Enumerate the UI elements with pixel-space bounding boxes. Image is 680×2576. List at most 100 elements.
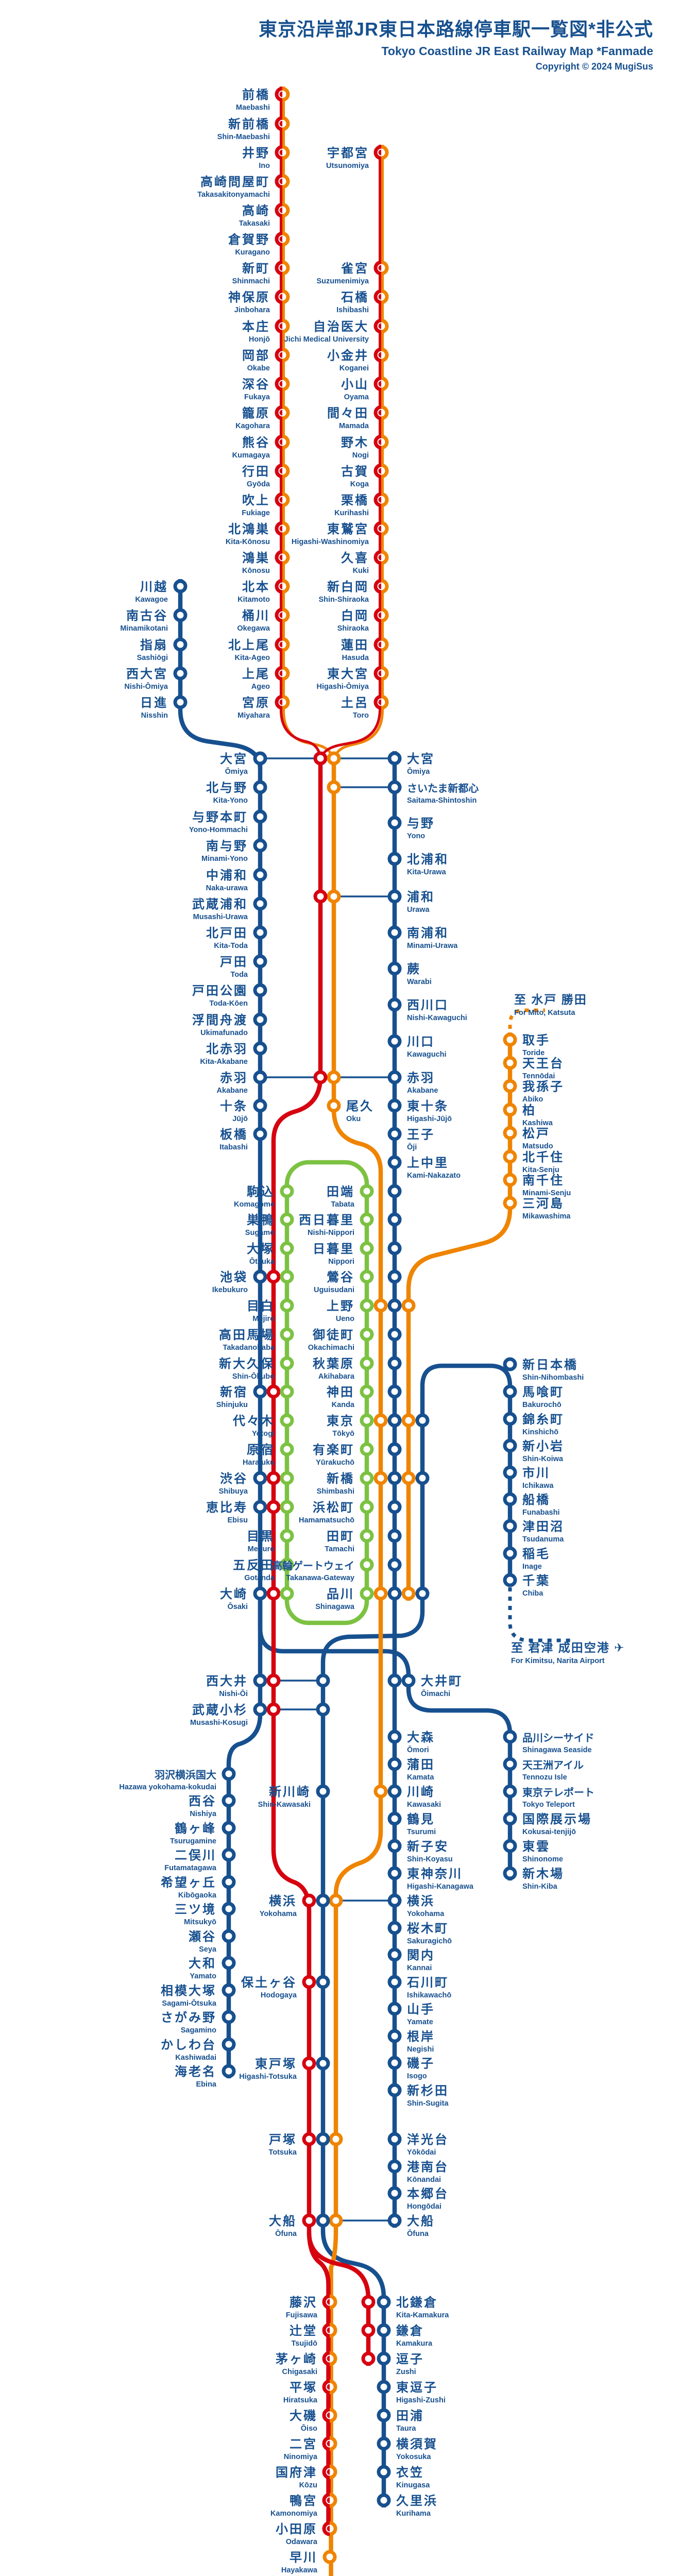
station-label-jp: 大船 [269, 2214, 297, 2228]
station-Zushi [377, 2351, 391, 2366]
station-stop [373, 1413, 388, 1428]
station-Yokosuka [377, 2436, 391, 2451]
station-label-en: Fukaya [244, 393, 270, 401]
station-label-jp: 浮間舟渡 [192, 1013, 248, 1027]
station-label-en: Kurihashi [334, 509, 369, 517]
station-label-en: Ebisu [228, 1516, 248, 1524]
station-stop [280, 1586, 294, 1601]
station-label-en: Gotanda [244, 1574, 275, 1582]
station-label-jp: 新日本橋 [522, 1358, 578, 1372]
station-Koganei [378, 352, 381, 358]
station-label-en: Hodogaya [261, 1991, 297, 1999]
station-Gyōda [279, 468, 282, 474]
station-Miyahara [282, 694, 290, 710]
station-stop [415, 1586, 430, 1601]
station-label-jp: 北戸田 [206, 926, 248, 940]
station-label-en: Yono-Hommachi [189, 826, 248, 834]
station-label-jp: 大崎 [220, 1587, 248, 1601]
station-label-en: Shin-Kawasaki [258, 1801, 311, 1809]
station-Ageo [279, 670, 282, 676]
station-label-en: Tennozu Isle [522, 1773, 567, 1782]
station-label-en: Kita-Urawa [407, 868, 447, 876]
station-label-jp: 土呂 [341, 696, 369, 710]
station-label-en: Kōzu [299, 2481, 317, 2489]
station-label-en: Yono [407, 832, 425, 840]
station-Takasakitonyamachi [282, 174, 290, 189]
station-Tennōdai [503, 1056, 517, 1070]
station-label-en: Jichi Medical University [284, 335, 369, 344]
line-rinkai-line [258, 1601, 513, 1880]
station-Yūrakuchō [360, 1442, 374, 1456]
station-label-jp: 東鷲宮 [327, 522, 369, 536]
station-label-en: Saitama-Shintoshin [407, 796, 477, 805]
station-label-en: Ōiso [301, 2424, 317, 2433]
station-Fukaya [275, 376, 283, 392]
station-Kamonomiya [329, 2493, 337, 2508]
station-label-en: Kita-Ageo [235, 654, 270, 662]
station-Nishi-Ōi [253, 1673, 267, 1688]
station-Miyahara [275, 694, 283, 710]
direction-note-en: For Mito, Katsuta [514, 1009, 575, 1017]
station-Musashi-Urawa [253, 896, 267, 911]
station-Nogi [381, 434, 389, 450]
station-Kagohara [279, 410, 282, 416]
station-Ebina [222, 2064, 236, 2078]
station-Fukiage [275, 492, 283, 507]
station-label-jp: 大井町 [421, 1674, 463, 1688]
station-label-jp: 武蔵浦和 [192, 897, 248, 911]
station-Minami-Urawa [387, 925, 402, 940]
station-stop [313, 1070, 328, 1084]
station-label-en: Nogi [352, 451, 369, 460]
station-Hodogaya [302, 1975, 316, 1989]
direction-note-en: For Kimitsu, Narita Airport [511, 1657, 605, 1665]
station-Yokohama [387, 1893, 402, 1908]
station-Higashi-Ōmiya [373, 666, 382, 681]
station-Odawara [329, 2521, 337, 2536]
station-label-jp: 新町 [242, 261, 270, 276]
station-label-en: Shin-Sugita [407, 2099, 449, 2108]
station-Kanda [360, 1384, 374, 1399]
station-label-en: Kumagaya [232, 451, 270, 460]
station-Higashi-Jūjō [387, 1098, 402, 1113]
station-label-jp: 小金井 [327, 348, 369, 363]
station-label-en: Kita-Senju [522, 1166, 559, 1174]
station-stop [266, 1269, 281, 1284]
station-label-jp: 石橋 [341, 291, 369, 304]
station-Yamato [222, 1956, 236, 1970]
station-label-jp: 小田原 [276, 2522, 317, 2536]
station-Ageo [282, 666, 290, 681]
station-Kuki [373, 550, 382, 565]
station-label-jp: 久喜 [341, 551, 369, 565]
station-label-jp: 東京テレポート [522, 1786, 594, 1799]
station-label-en: Naka-urawa [206, 884, 248, 892]
station-Shin-Shiraoka [373, 579, 382, 594]
station-Akabane [253, 1070, 267, 1084]
station-Kita-Kōnosu [282, 521, 290, 536]
station-label-jp: 武蔵小杉 [192, 1703, 248, 1717]
station-Kumagaya [279, 439, 282, 445]
station-stop [387, 1356, 402, 1370]
station-Tsurugamine [222, 1821, 236, 1835]
station-label-en: Kashiwadai [175, 2054, 216, 2062]
station-label-en: Meguro [248, 1545, 275, 1553]
station-label-en: Takadanobaba [223, 1344, 275, 1352]
station-Kōnosu [282, 550, 290, 565]
station-Yamate [387, 2002, 402, 2016]
station-label-jp: 日暮里 [313, 1242, 354, 1256]
station-label-en: Higashi-Ōmiya [316, 682, 369, 691]
station-label-jp: 久里浜 [396, 2494, 438, 2508]
station-label-jp: 川越 [140, 580, 168, 594]
station-Yotogi [280, 1413, 294, 1428]
station-label-en: Akabane [217, 1087, 248, 1095]
station-label-jp: 井野 [242, 146, 270, 160]
station-label-jp: 南与野 [206, 839, 248, 853]
station-label-jp: 洋光台 [407, 2132, 449, 2147]
station-label-en: Kita-Yono [213, 796, 248, 805]
station-Gyōda [282, 463, 290, 479]
station-label-jp: 横浜 [269, 1894, 297, 1908]
station-label-en: Oku [346, 1115, 361, 1123]
station-label-en: Ōmiya [407, 767, 430, 776]
station-Mikawashima [503, 1196, 517, 1210]
station-Tsujidō [329, 2323, 337, 2338]
station-label-en: Isogo [407, 2072, 427, 2080]
